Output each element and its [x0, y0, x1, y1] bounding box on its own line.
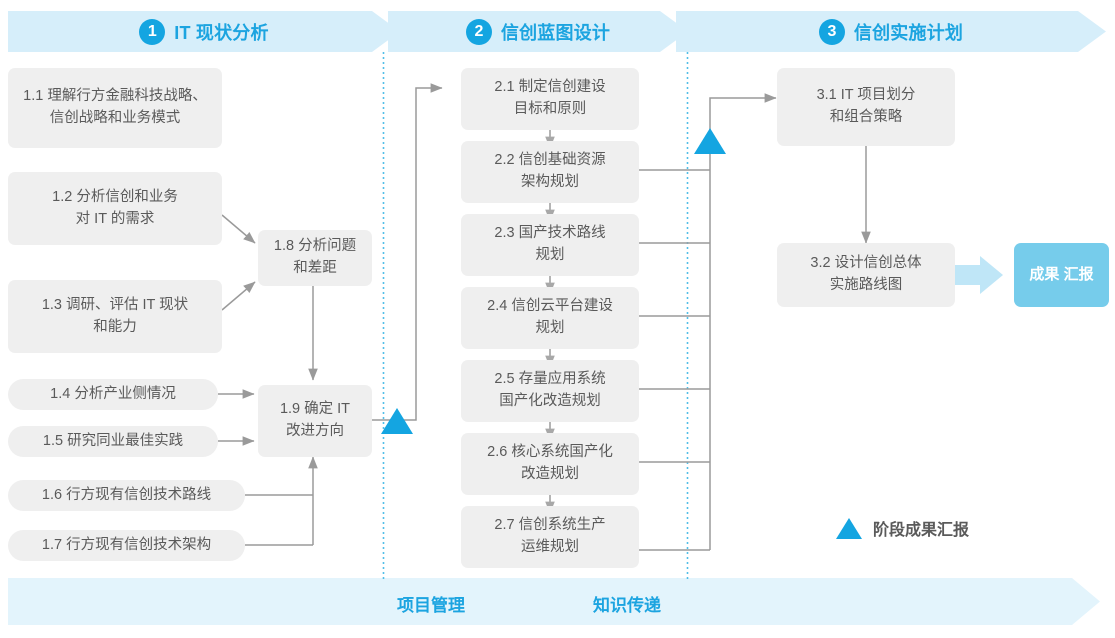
legend: 阶段成果汇报 [836, 516, 969, 540]
outcome-arrow-icon [950, 256, 1003, 294]
phase-label-1: IT 现状分析 [174, 22, 269, 43]
node-1-8[interactable]: 1.8 分析问题 和差距 [258, 230, 372, 286]
node-1-4-line1: 1.4 分析产业侧情况 [50, 385, 176, 402]
edge-1-9-to-2-1 [372, 83, 443, 421]
node-1-4[interactable]: 1.4 分析产业侧情况 [8, 379, 218, 410]
phase-header-1[interactable]: 1 IT 现状分析 [8, 11, 400, 52]
node-1-2-line1: 1.2 分析信创和业务 [52, 188, 178, 205]
node-1-3-line2: 和能力 [93, 318, 137, 335]
node-3-2[interactable]: 3.2 设计信创总体 实施路线图 [777, 243, 955, 307]
phase-header-3[interactable]: 3 信创实施计划 [676, 11, 1106, 52]
node-1-8-line1: 1.8 分析问题 [273, 238, 357, 255]
node-2-3-line2: 规划 [535, 247, 565, 263]
node-1-6[interactable]: 1.6 行方现有信创技术路线 [8, 480, 245, 511]
footer-label-knowledge-transfer: 知识传递 [593, 596, 661, 615]
node-1-2-line2: 对 IT 的需求 [75, 210, 155, 227]
milestone-triangle-1 [381, 408, 413, 434]
node-3-1-line2: 和组合策略 [829, 109, 903, 125]
node-3-2-line2: 实施路线图 [829, 277, 903, 293]
triangle-up-icon [836, 517, 862, 539]
node-2-2-line1: 2.2 信创基础资源 [494, 152, 606, 169]
phase-number-1: 1 [139, 18, 166, 45]
footer-band-shape [8, 578, 1100, 625]
node-2-1-line1: 2.1 制定信创建设 [494, 79, 606, 96]
node-2-1[interactable]: 2.1 制定信创建设 目标和原则 [461, 68, 639, 130]
node-1-7[interactable]: 1.7 行方现有信创技术架构 [8, 530, 245, 561]
node-2-3[interactable]: 2.3 国产技术路线 规划 [461, 214, 639, 276]
node-2-6-line2: 改造规划 [521, 466, 579, 482]
node-1-5-line1: 1.5 研究同业最佳实践 [42, 432, 184, 449]
node-2-7[interactable]: 2.7 信创系统生产 运维规划 [461, 506, 639, 568]
node-2-4-line2: 规划 [535, 320, 565, 336]
milestone-triangle-2 [694, 128, 726, 154]
node-2-4-line1: 2.4 信创云平台建设 [487, 298, 613, 315]
node-2-6[interactable]: 2.6 核心系统国产化 改造规划 [461, 433, 639, 495]
outcome-line1: 成果 [1029, 266, 1060, 284]
node-2-3-line1: 2.3 国产技术路线 [494, 225, 606, 242]
node-1-3-line1: 1.3 调研、评估 IT 现状 [41, 296, 189, 313]
phase-number-2: 2 [465, 18, 492, 45]
node-2-7-line2: 运维规划 [521, 539, 579, 555]
node-1-8-line2: 和差距 [293, 260, 337, 276]
node-3-1-line1: 3.1 IT 项目划分 [816, 87, 916, 104]
edge-1-3-to-1-8 [221, 281, 256, 311]
node-2-6-line1: 2.6 核心系统国产化 [487, 444, 613, 461]
node-2-7-line1: 2.7 信创系统生产 [494, 517, 606, 534]
node-1-3[interactable]: 1.3 调研、评估 IT 现状 和能力 [8, 280, 222, 353]
phase-header-2[interactable]: 2 信创蓝图设计 [388, 11, 688, 52]
node-2-2-line2: 架构规划 [521, 174, 579, 190]
node-2-4[interactable]: 2.4 信创云平台建设 规划 [461, 287, 639, 349]
phase-number-3: 3 [818, 18, 845, 45]
outcome-line2: 汇报 [1063, 266, 1094, 284]
node-2-2[interactable]: 2.2 信创基础资源 架构规划 [461, 141, 639, 203]
node-2-5-line2: 国产化改造规划 [499, 393, 601, 409]
edge-bus-to-3-1 [709, 93, 777, 146]
edge-1-2-to-1-8 [221, 214, 256, 244]
footer-label-project-management: 项目管理 [397, 596, 465, 615]
node-1-7-line1: 1.7 行方现有信创技术架构 [41, 536, 212, 553]
outcome-chip[interactable]: 成果 汇报 [1014, 243, 1109, 307]
node-3-1[interactable]: 3.1 IT 项目划分 和组合策略 [777, 68, 955, 146]
node-1-9-line1: 1.9 确定 IT [279, 401, 351, 418]
node-2-5-line1: 2.5 存量应用系统 [494, 371, 606, 388]
node-1-6-line1: 1.6 行方现有信创技术路线 [41, 486, 212, 503]
node-1-9[interactable]: 1.9 确定 IT 改进方向 [258, 385, 372, 457]
node-1-1-line2: 信创战略和业务模式 [49, 110, 181, 126]
node-1-5[interactable]: 1.5 研究同业最佳实践 [8, 426, 218, 457]
phase-label-2: 信创蓝图设计 [500, 22, 611, 43]
node-2-5[interactable]: 2.5 存量应用系统 国产化改造规划 [461, 360, 639, 422]
node-1-1-line1: 1.1 理解行方金融科技战略、 [23, 88, 207, 105]
node-1-1[interactable]: 1.1 理解行方金融科技战略、 信创战略和业务模式 [8, 68, 222, 148]
legend-label: 阶段成果汇报 [873, 522, 970, 539]
phase-label-3: 信创实施计划 [853, 22, 964, 43]
node-1-2[interactable]: 1.2 分析信创和业务 对 IT 的需求 [8, 172, 222, 245]
node-2-1-line2: 目标和原则 [513, 101, 587, 117]
node-1-9-line2: 改进方向 [285, 423, 344, 439]
node-3-2-line1: 3.2 设计信创总体 [810, 255, 922, 272]
